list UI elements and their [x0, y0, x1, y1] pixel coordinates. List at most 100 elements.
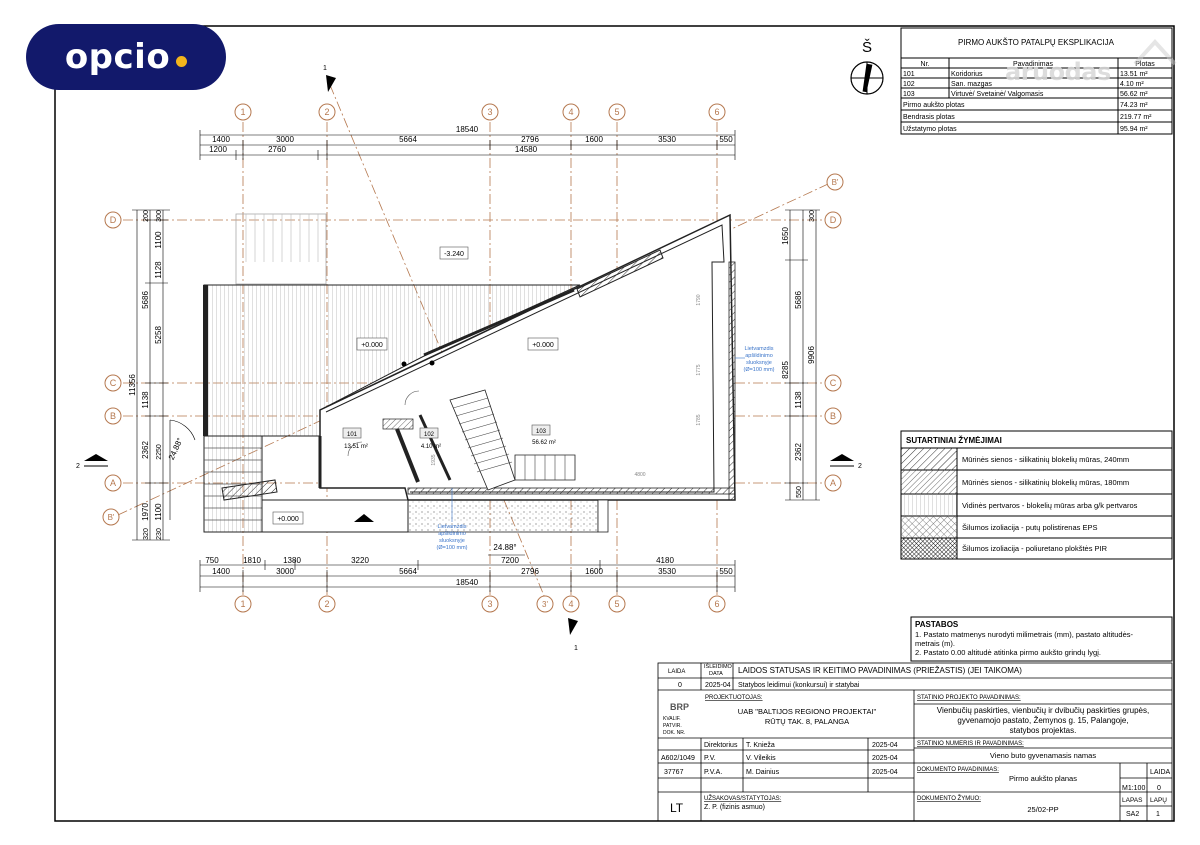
svg-text:2025-04: 2025-04	[872, 769, 898, 776]
svg-text:1650: 1650	[781, 227, 790, 245]
svg-text:M. Dainius: M. Dainius	[746, 769, 780, 776]
svg-text:1785: 1785	[696, 414, 702, 425]
svg-text:PROJEKTUOTOJAS:: PROJEKTUOTOJAS:	[705, 695, 763, 701]
svg-text:1: 1	[1156, 811, 1160, 818]
svg-text:2796: 2796	[521, 567, 539, 576]
svg-text:San. mazgas: San. mazgas	[951, 81, 992, 88]
svg-text:SUTARTINIAI ŽYMĖJIMAI: SUTARTINIAI ŽYMĖJIMAI	[906, 436, 1002, 445]
svg-text:Pirmo aukšto planas: Pirmo aukšto planas	[1009, 774, 1077, 783]
svg-text:A: A	[110, 478, 116, 488]
svg-text:Vienbučių paskirties, vienbuči: Vienbučių paskirties, vienbučių ir dvibu…	[937, 706, 1149, 715]
svg-text:V. Vileikis: V. Vileikis	[746, 755, 776, 762]
svg-text:2362: 2362	[794, 443, 803, 461]
svg-text:5: 5	[614, 107, 619, 117]
svg-text:1: 1	[240, 599, 245, 609]
svg-text:200: 200	[143, 210, 150, 222]
svg-text:B: B	[110, 411, 116, 421]
svg-text:5258: 5258	[154, 326, 163, 344]
svg-text:3': 3'	[542, 600, 548, 609]
svg-text:apšildinimo: apšildinimo	[438, 531, 466, 537]
svg-text:Šilumos izoliacija - poliureta: Šilumos izoliacija - poliuretano plokštė…	[962, 544, 1108, 553]
svg-text:13.51 m²: 13.51 m²	[344, 444, 368, 450]
svg-text:1775: 1775	[696, 364, 702, 375]
svg-text:6: 6	[714, 599, 719, 609]
svg-text:UŽSAKOVAS/STATYTOJAS:: UŽSAKOVAS/STATYTOJAS:	[704, 794, 782, 802]
svg-text:2760: 2760	[268, 145, 286, 154]
svg-text:IŠLEIDIMO: IŠLEIDIMO	[704, 663, 733, 670]
svg-text:1380: 1380	[283, 556, 301, 565]
svg-text:+0.000: +0.000	[532, 342, 554, 349]
svg-text:18540: 18540	[456, 125, 479, 134]
svg-text:550: 550	[796, 486, 803, 498]
svg-text:4180: 4180	[656, 556, 674, 565]
svg-text:apšildinimo: apšildinimo	[745, 353, 773, 359]
svg-text:7200: 7200	[501, 556, 519, 565]
svg-text:A: A	[830, 478, 836, 488]
sheet-border	[54, 25, 1175, 822]
svg-text:230: 230	[156, 528, 163, 540]
svg-text:1: 1	[323, 65, 327, 72]
svg-text:3220: 3220	[351, 556, 369, 565]
svg-text:P.V.A.: P.V.A.	[704, 769, 722, 776]
svg-text:A602/1049: A602/1049	[661, 755, 695, 762]
svg-text:(Ø=100 mm): (Ø=100 mm)	[743, 367, 774, 373]
svg-text:1970: 1970	[141, 503, 150, 521]
svg-text:metrais (m).: metrais (m).	[915, 639, 955, 648]
svg-text:3530: 3530	[658, 567, 676, 576]
svg-text:C: C	[830, 378, 837, 388]
svg-text:Š: Š	[862, 39, 872, 56]
svg-text:4.10 m²: 4.10 m²	[421, 444, 441, 450]
svg-text:LAPŲ: LAPŲ	[1150, 797, 1167, 804]
svg-text:0: 0	[678, 682, 682, 689]
svg-text:1100: 1100	[154, 503, 163, 521]
svg-text:UAB "BALTIJOS REGIONO PROJEKTA: UAB "BALTIJOS REGIONO PROJEKTAI"	[738, 707, 877, 716]
svg-text:C: C	[110, 378, 117, 388]
svg-text:1935: 1935	[431, 454, 437, 465]
svg-text:9906: 9906	[807, 346, 816, 364]
svg-text:B': B'	[108, 513, 115, 522]
svg-text:sluoksnyje: sluoksnyje	[746, 360, 772, 366]
svg-text:3530: 3530	[658, 135, 676, 144]
svg-text:2250: 2250	[156, 444, 163, 460]
drain-leaders	[451, 357, 745, 522]
plan-labels: -3.240 +0.000 +0.000 +0.000 101 13.51 m²…	[167, 251, 702, 552]
svg-text:P.V.: P.V.	[704, 755, 716, 762]
svg-text:14580: 14580	[515, 145, 538, 154]
svg-text:102: 102	[424, 432, 435, 438]
svg-text:37767: 37767	[664, 769, 684, 776]
opcio-logo[interactable]: opcio	[26, 24, 226, 90]
svg-text:4800: 4800	[634, 472, 645, 478]
svg-text:DATA: DATA	[709, 671, 723, 677]
svg-text:1810: 1810	[243, 556, 261, 565]
svg-text:11356: 11356	[128, 374, 137, 396]
drain-notes: Lietvamzdis apšildinimo sluoksnyje (Ø=10…	[436, 346, 774, 551]
svg-text:Užstatymo plotas: Užstatymo plotas	[903, 126, 957, 133]
svg-text:5664: 5664	[399, 567, 417, 576]
svg-text:24.88°: 24.88°	[167, 437, 185, 462]
svg-text:LAIDA: LAIDA	[1150, 769, 1171, 776]
svg-text:4: 4	[568, 107, 573, 117]
svg-text:LT: LT	[670, 801, 684, 815]
svg-text:BRP: BRP	[670, 702, 689, 712]
svg-text:2362: 2362	[141, 441, 150, 459]
svg-text:statybos projektas.: statybos projektas.	[1010, 726, 1077, 735]
svg-text:25/02-PP: 25/02-PP	[1027, 805, 1058, 814]
svg-text:RŪTŲ TAK. 8, PALANGA: RŪTŲ TAK. 8, PALANGA	[765, 717, 849, 726]
svg-text:2: 2	[858, 463, 862, 470]
svg-text:5: 5	[614, 599, 619, 609]
svg-text:Virtuvė/ Svetainė/ Valgomasis: Virtuvė/ Svetainė/ Valgomasis	[951, 91, 1044, 98]
svg-text:B: B	[830, 411, 836, 421]
svg-text:95.94 m²: 95.94 m²	[1120, 126, 1148, 133]
svg-text:101: 101	[347, 432, 358, 438]
svg-text:DOKUMENTO ŽYMUO:: DOKUMENTO ŽYMUO:	[917, 794, 981, 802]
svg-text:1138: 1138	[794, 391, 803, 409]
svg-text:13.51 m²: 13.51 m²	[1120, 71, 1148, 78]
svg-text:(Ø=100 mm): (Ø=100 mm)	[436, 545, 467, 551]
axis-bubbles	[102, 103, 844, 613]
svg-text:2: 2	[324, 599, 329, 609]
svg-text:LAIDA: LAIDA	[668, 669, 685, 675]
svg-text:Direktorius: Direktorius	[704, 742, 738, 749]
